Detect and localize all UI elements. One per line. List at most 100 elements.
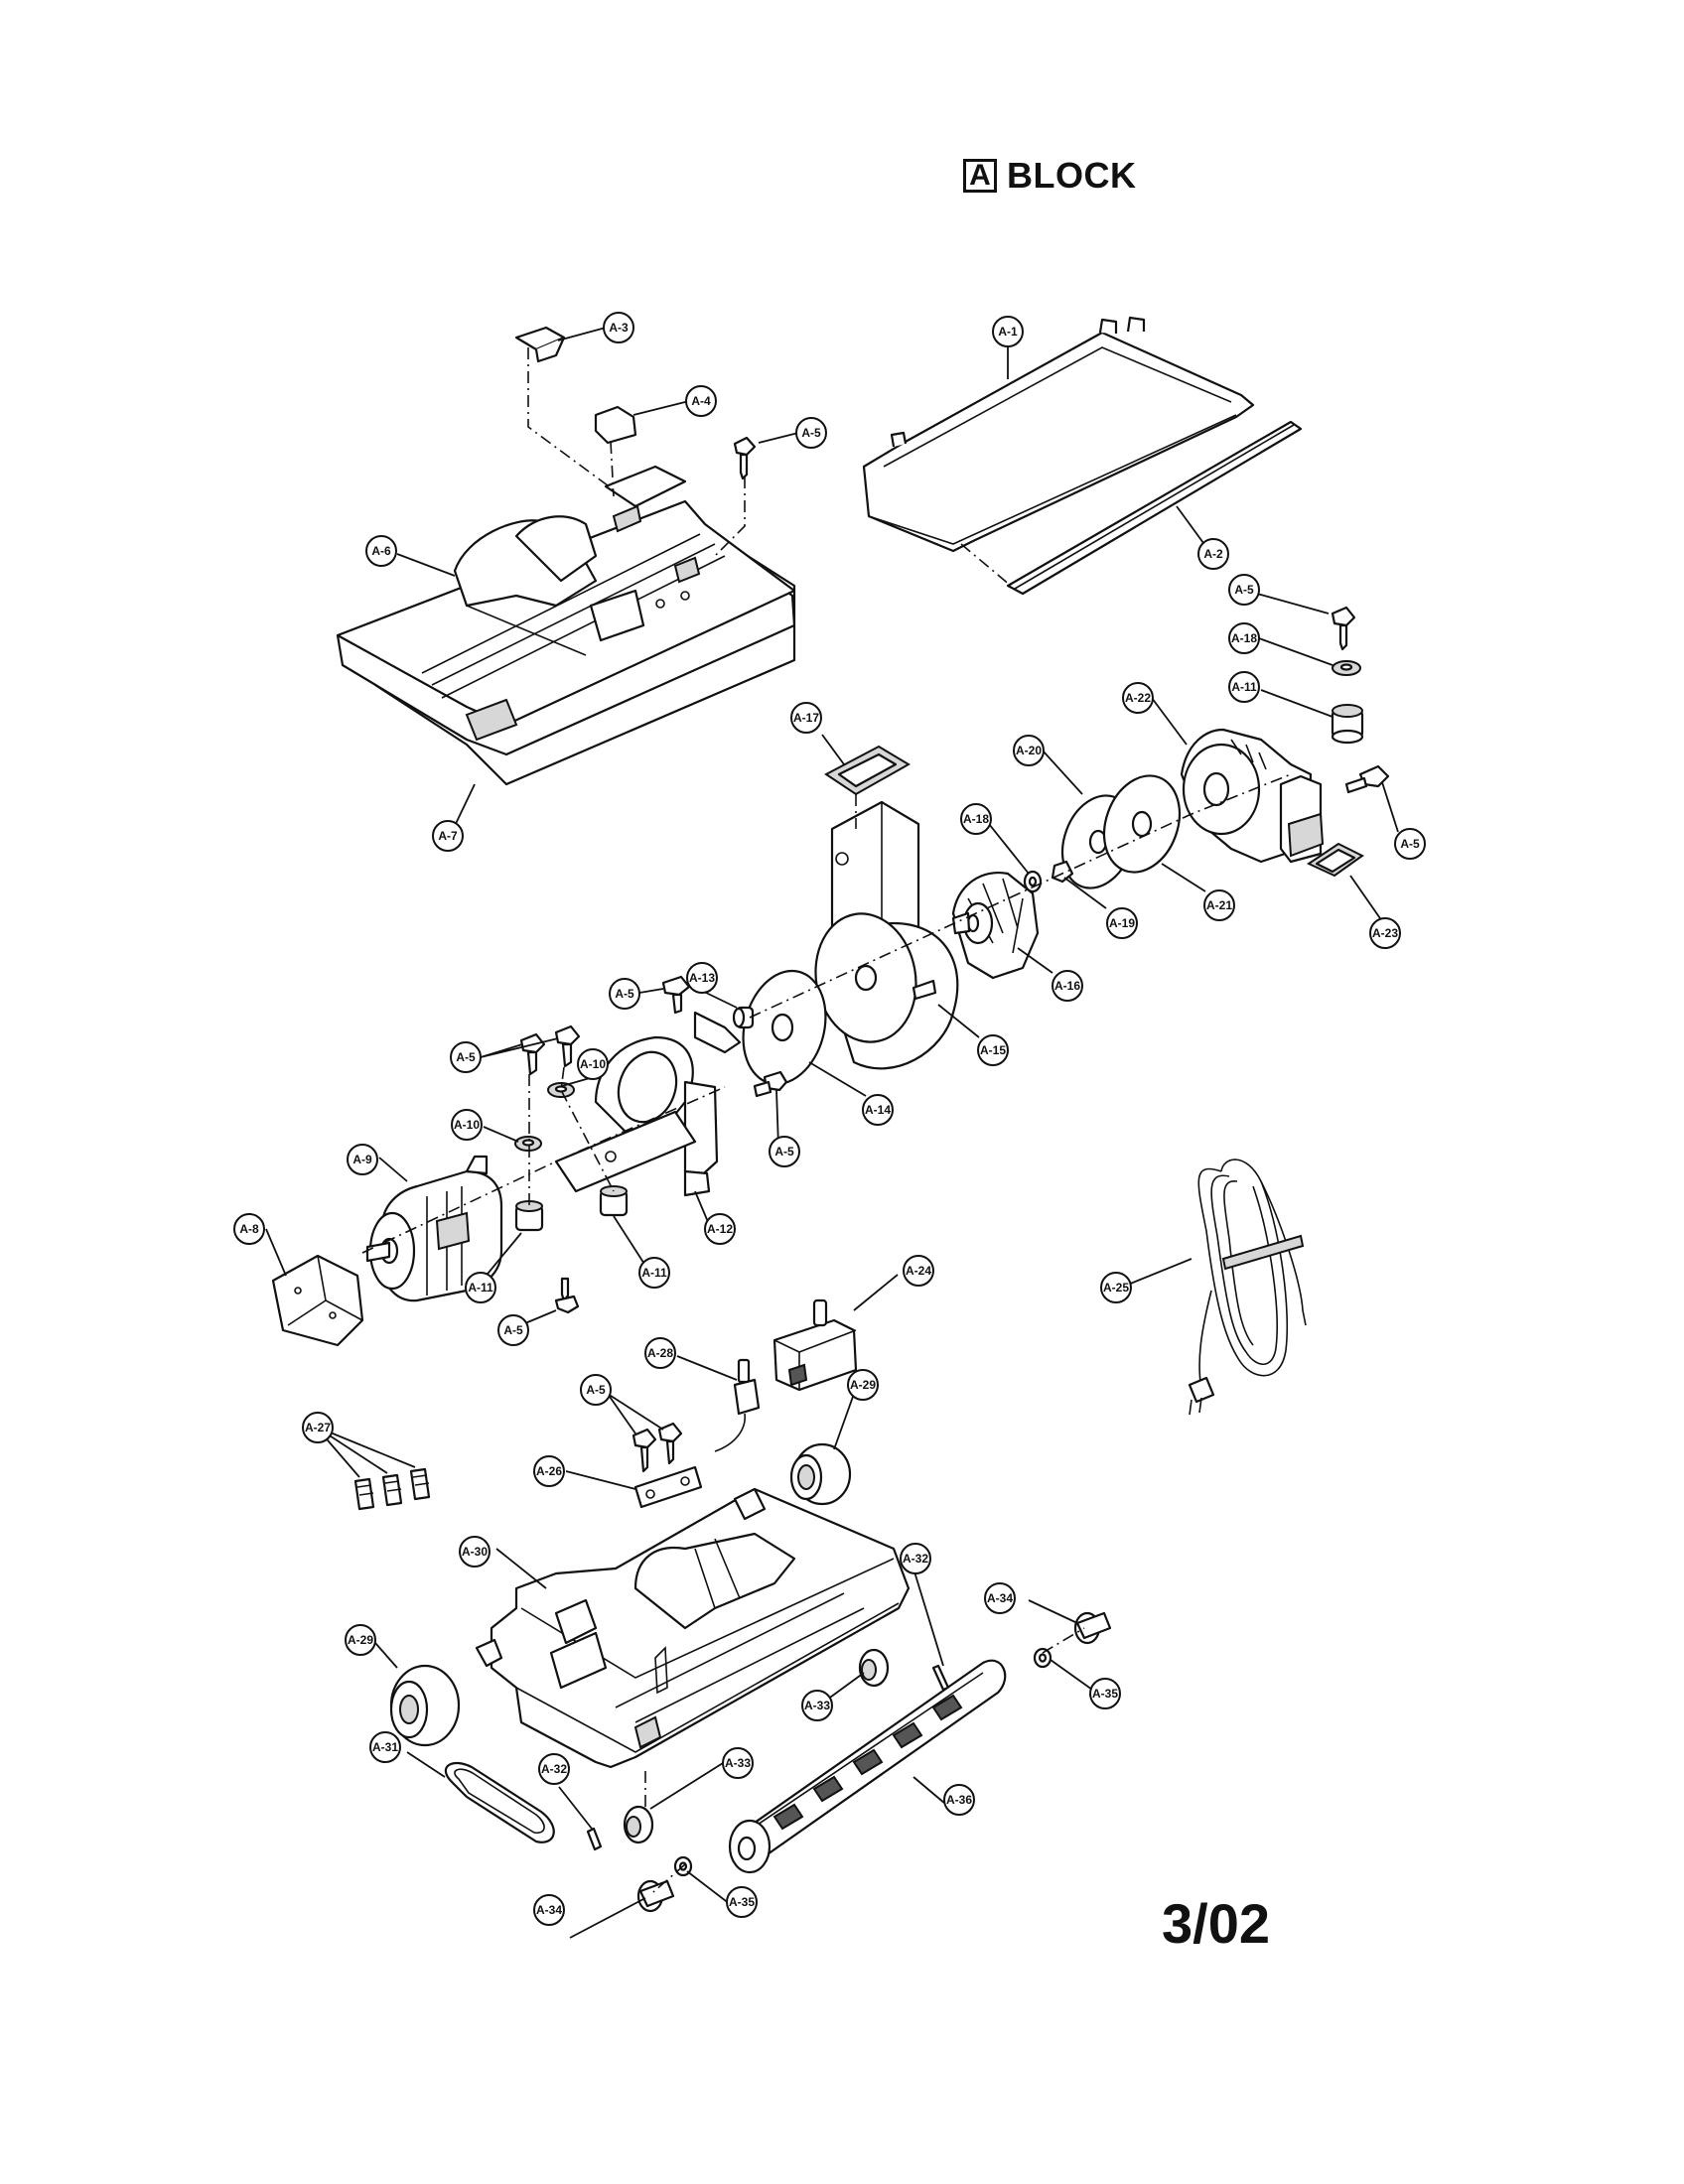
svg-text:A-34: A-34 xyxy=(536,1903,562,1917)
svg-text:A-24: A-24 xyxy=(906,1264,931,1278)
svg-text:A-12: A-12 xyxy=(707,1222,733,1236)
svg-text:A-25: A-25 xyxy=(1103,1281,1129,1295)
svg-text:A-22: A-22 xyxy=(1125,691,1151,705)
part-handle-cover xyxy=(862,316,1255,553)
svg-text:A-23: A-23 xyxy=(1372,926,1398,940)
svg-text:A-9: A-9 xyxy=(352,1153,372,1166)
callout-A-5: A-5 xyxy=(1228,574,1260,606)
callout-A-8: A-8 xyxy=(233,1213,265,1245)
svg-text:A-5: A-5 xyxy=(456,1050,476,1064)
callout-A-18: A-18 xyxy=(1228,622,1260,654)
assembly-line xyxy=(714,477,746,557)
svg-text:A-7: A-7 xyxy=(438,829,458,843)
svg-text:A-33: A-33 xyxy=(725,1756,751,1770)
callout-A-29: A-29 xyxy=(847,1369,879,1401)
svg-text:A-30: A-30 xyxy=(462,1545,488,1559)
part-button xyxy=(594,405,637,445)
callout-A-21: A-21 xyxy=(1203,889,1235,921)
part-end-caps xyxy=(636,1611,1112,1913)
callout-A-25: A-25 xyxy=(1100,1272,1132,1303)
svg-text:A-5: A-5 xyxy=(503,1323,523,1337)
assembly-line xyxy=(560,1066,615,1192)
svg-text:A-14: A-14 xyxy=(865,1103,891,1117)
callout-A-15: A-15 xyxy=(977,1034,1009,1066)
callout-A-32: A-32 xyxy=(538,1753,570,1785)
block-letter-box: A xyxy=(963,159,997,193)
part-clip xyxy=(514,326,566,363)
svg-text:A-26: A-26 xyxy=(536,1464,562,1478)
part-grommets xyxy=(514,1185,629,1232)
svg-text:A-5: A-5 xyxy=(774,1145,794,1159)
svg-text:A-32: A-32 xyxy=(903,1552,928,1566)
part-wheel xyxy=(789,1442,852,1506)
block-title: A BLOCK xyxy=(963,155,1137,197)
callout-A-33: A-33 xyxy=(801,1690,833,1721)
callout-A-33: A-33 xyxy=(722,1747,754,1779)
svg-text:A-2: A-2 xyxy=(1203,547,1223,561)
callout-A-5: A-5 xyxy=(1394,828,1426,860)
callout-A-17: A-17 xyxy=(790,702,822,734)
part-motor-cover xyxy=(271,1254,364,1347)
part-screws xyxy=(519,975,788,1098)
callout-A-4: A-4 xyxy=(685,385,717,417)
callout-A-11: A-11 xyxy=(1228,671,1260,703)
svg-text:A-31: A-31 xyxy=(372,1740,398,1754)
callout-A-35: A-35 xyxy=(1089,1678,1121,1709)
callout-A-16: A-16 xyxy=(1052,970,1083,1002)
callout-A-20: A-20 xyxy=(1013,735,1045,766)
part-gasket xyxy=(1306,842,1364,878)
svg-text:A-29: A-29 xyxy=(850,1378,876,1392)
part-screw-stack xyxy=(1331,606,1364,745)
part-motor xyxy=(365,1155,503,1302)
callout-A-10: A-10 xyxy=(451,1109,483,1141)
svg-text:A-21: A-21 xyxy=(1206,898,1232,912)
callout-A-36: A-36 xyxy=(943,1784,975,1816)
callout-A-34: A-34 xyxy=(984,1582,1016,1614)
svg-text:A-17: A-17 xyxy=(793,711,819,725)
callout-A-11: A-11 xyxy=(465,1272,496,1303)
part-discs xyxy=(1060,774,1182,889)
assembly-line xyxy=(1042,1627,1085,1654)
svg-text:A-5: A-5 xyxy=(801,426,821,440)
part-switch xyxy=(772,1298,858,1392)
svg-text:A-11: A-11 xyxy=(1231,680,1257,694)
callout-A-19: A-19 xyxy=(1106,907,1138,939)
part-screw xyxy=(1344,764,1390,794)
svg-text:A-15: A-15 xyxy=(980,1043,1006,1057)
part-fan-chamber xyxy=(814,800,959,1070)
svg-text:A-11: A-11 xyxy=(468,1281,493,1295)
part-trim-strip xyxy=(1006,420,1303,596)
callout-A-5: A-5 xyxy=(609,978,640,1010)
svg-text:A-5: A-5 xyxy=(1400,837,1420,851)
part-filter xyxy=(824,745,911,796)
assembly-line xyxy=(652,1863,686,1893)
part-bushing xyxy=(732,1006,755,1029)
callout-A-32: A-32 xyxy=(900,1543,931,1574)
svg-text:A-1: A-1 xyxy=(998,325,1018,339)
svg-text:A-19: A-19 xyxy=(1109,916,1135,930)
part-screw xyxy=(554,1277,580,1314)
assembly-line xyxy=(361,1086,726,1254)
part-belt xyxy=(444,1761,555,1843)
callout-A-5: A-5 xyxy=(497,1314,529,1346)
svg-text:A-5: A-5 xyxy=(615,987,634,1001)
part-small-switch xyxy=(714,1358,761,1452)
callout-A-12: A-12 xyxy=(704,1213,736,1245)
svg-text:A-20: A-20 xyxy=(1016,744,1042,757)
part-wire-connectors xyxy=(353,1467,431,1511)
callout-A-18: A-18 xyxy=(960,803,992,835)
block-label: BLOCK xyxy=(1007,155,1137,196)
callout-A-5: A-5 xyxy=(580,1374,612,1406)
callout-A-26: A-26 xyxy=(533,1455,565,1487)
svg-text:A-29: A-29 xyxy=(348,1633,373,1647)
svg-text:A-8: A-8 xyxy=(239,1222,259,1236)
svg-text:A-34: A-34 xyxy=(987,1591,1013,1605)
svg-text:A-18: A-18 xyxy=(1231,631,1257,645)
part-cord-bracket xyxy=(632,1422,703,1509)
callout-A-10: A-10 xyxy=(577,1048,609,1080)
part-main-housing xyxy=(336,465,796,786)
callout-A-5: A-5 xyxy=(769,1136,800,1167)
callout-A-14: A-14 xyxy=(862,1094,894,1126)
part-base-housing xyxy=(475,1487,911,1769)
